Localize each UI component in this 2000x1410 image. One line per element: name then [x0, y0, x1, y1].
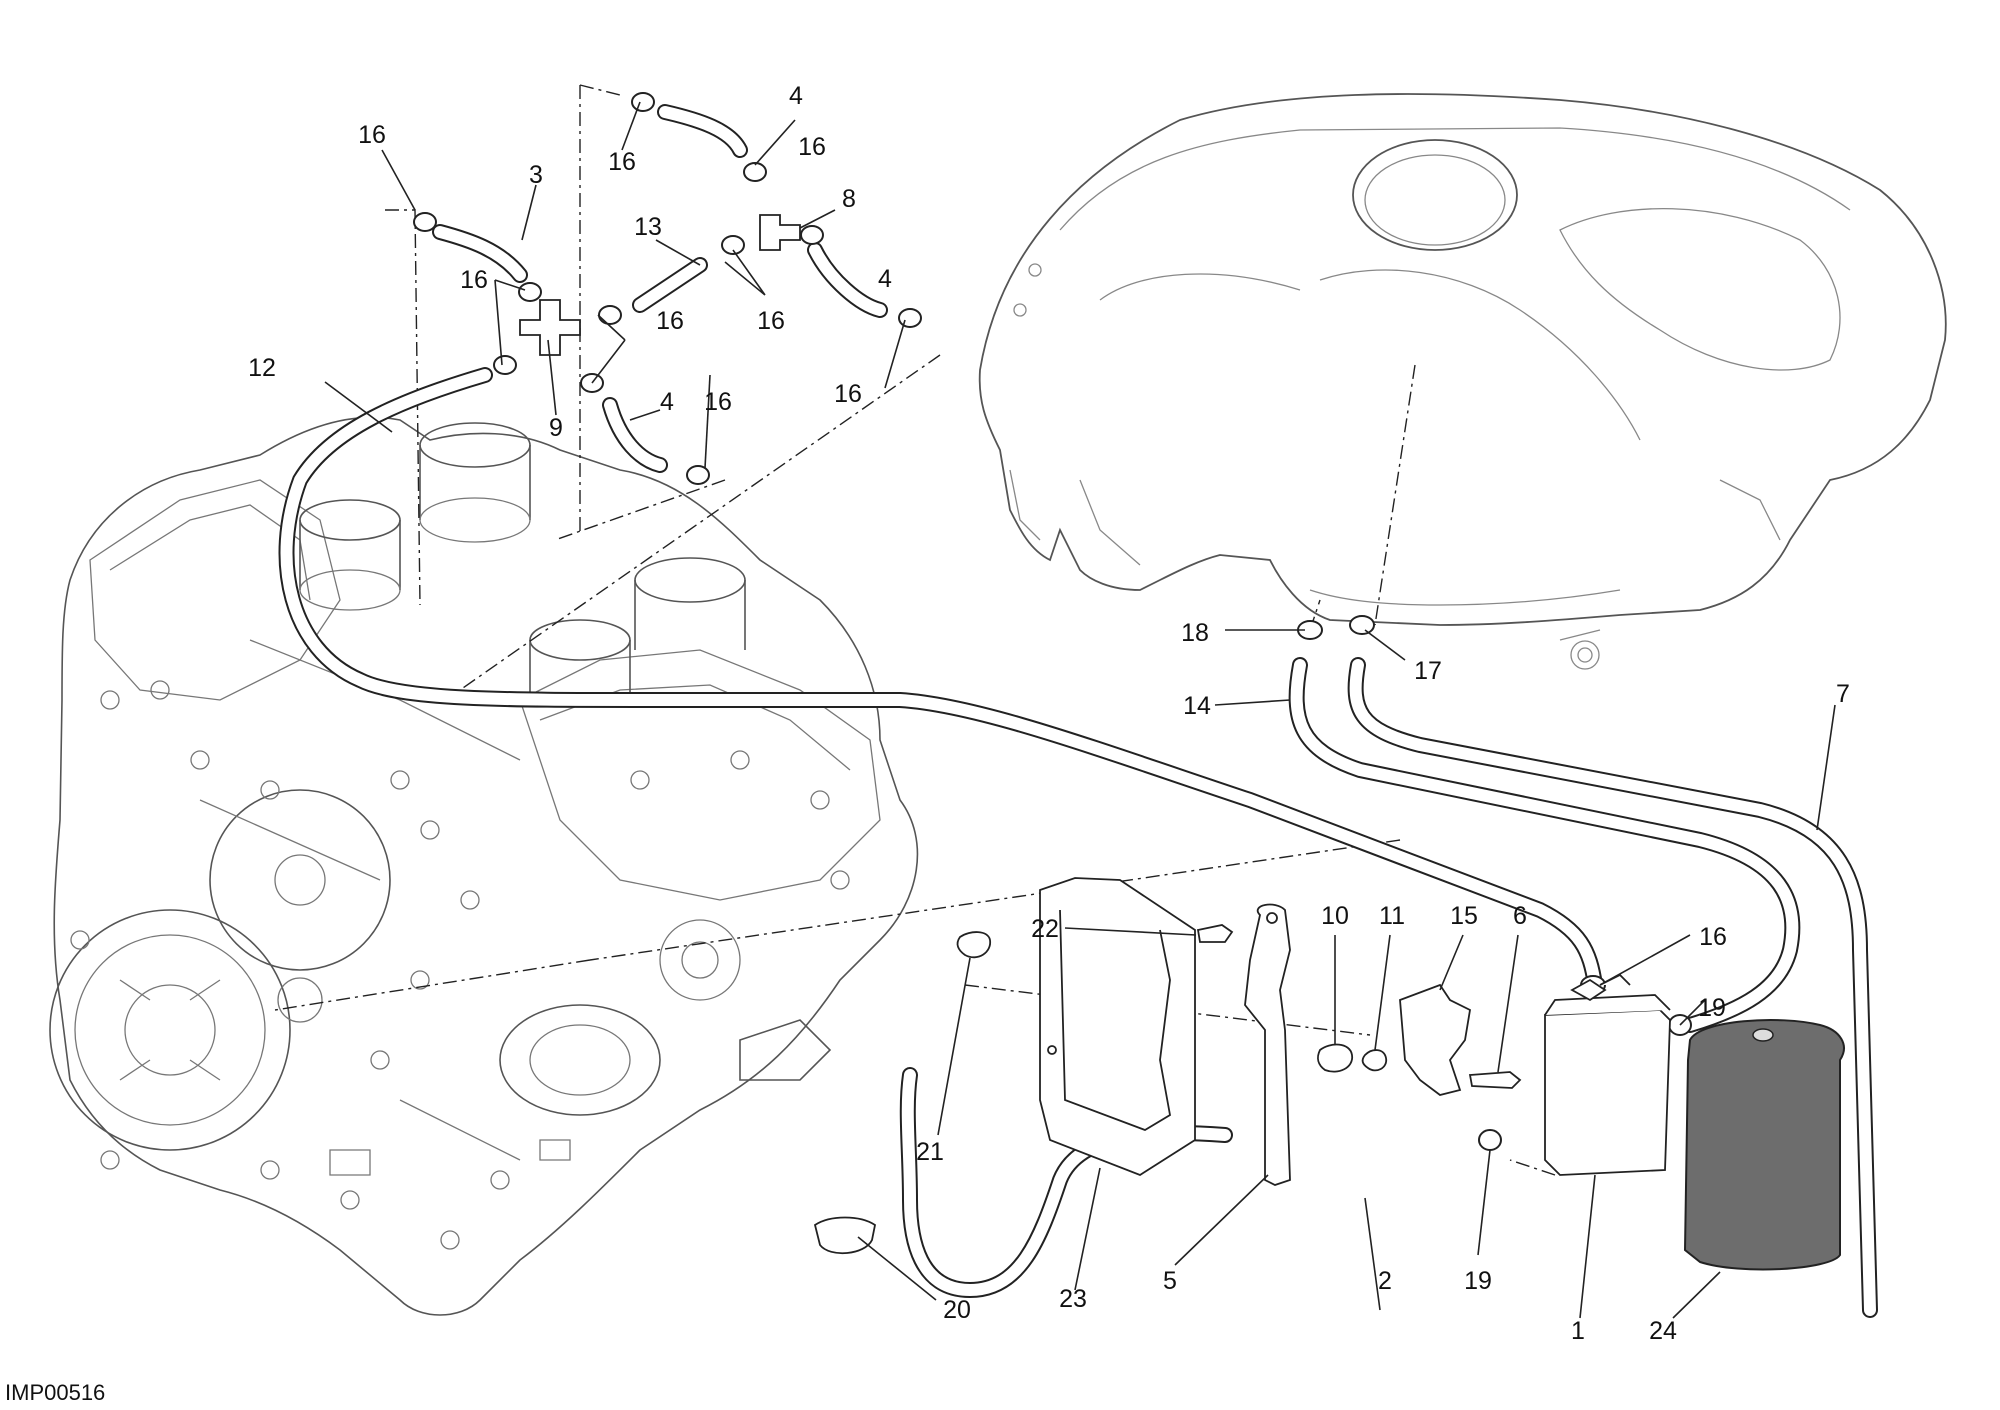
callout-18: 18	[1181, 619, 1209, 647]
callout-3: 3	[529, 161, 543, 189]
callout-6: 7	[1836, 680, 1850, 708]
callout-16: 16	[704, 388, 732, 416]
callout-15: 14	[1183, 692, 1211, 720]
callout-9: 8	[842, 185, 856, 213]
callout-16: 16	[757, 307, 785, 335]
callout-14: 12	[248, 354, 276, 382]
canister-and-brackets	[813, 877, 1845, 1271]
callout-10: 9	[549, 414, 563, 442]
callout-16: 16	[798, 133, 826, 161]
callout-8: 10	[1321, 902, 1349, 930]
engine-block-illustration	[49, 416, 919, 1316]
callout-16: 16	[608, 148, 636, 176]
callout-4: 4	[660, 388, 674, 416]
callout-labels: 16 3 16 9 13 16 16 4 16 8 16 4 16 4 16 1…	[5, 82, 1850, 1405]
fuel-tank-illustration	[978, 93, 1947, 670]
callout-13: 13	[634, 213, 662, 241]
callout-4: 4	[878, 265, 892, 293]
callout-4: 4	[789, 82, 803, 110]
callout-22: 22	[1031, 915, 1059, 943]
callout-11: 15	[1450, 902, 1478, 930]
callout-16: 16	[358, 121, 386, 149]
callout-17: 17	[1414, 657, 1442, 685]
drawing-code: IMP00516	[5, 1380, 105, 1405]
callout-24: 24	[1649, 1317, 1677, 1345]
callout-12: 5	[1163, 1267, 1177, 1295]
hoses	[278, 104, 1878, 1318]
callout-16: 16	[1699, 923, 1727, 951]
callout-7: 11	[1379, 902, 1405, 930]
callout-19: 19	[1698, 994, 1726, 1022]
callout-16: 16	[834, 380, 862, 408]
callout-16: 16	[460, 266, 488, 294]
callout-1: 1	[1571, 1317, 1585, 1345]
callout-20: 20	[943, 1296, 971, 1324]
callout-5: 6	[1513, 902, 1527, 930]
callout-21: 21	[916, 1138, 944, 1166]
callout-23: 23	[1059, 1285, 1087, 1313]
callout-16: 16	[656, 307, 684, 335]
callout-2: 2	[1378, 1267, 1392, 1295]
callout-19: 19	[1464, 1267, 1492, 1295]
callout-leader-lines	[324, 101, 1836, 1319]
